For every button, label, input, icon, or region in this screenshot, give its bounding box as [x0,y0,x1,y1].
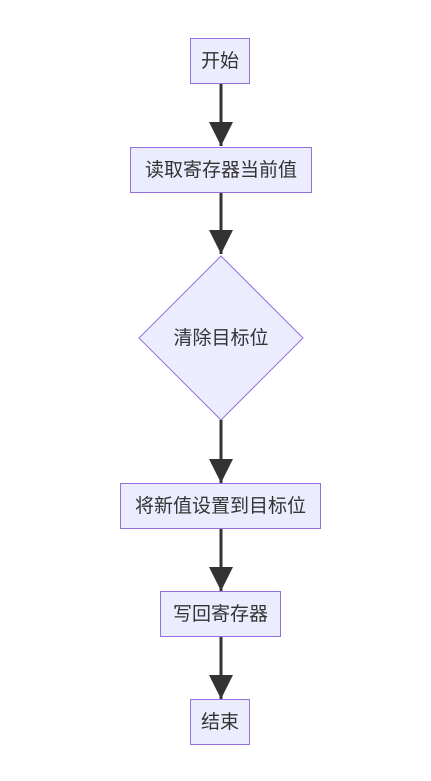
end-node: 结束 [190,699,250,745]
set-new-value-node: 将新值设置到目标位 [120,483,321,529]
set-new-value-node-label: 将新值设置到目标位 [134,494,306,517]
write-back-node: 写回寄存器 [160,591,281,637]
write-back-node-label: 写回寄存器 [172,602,268,625]
read-register-node: 读取寄存器当前值 [130,147,312,193]
clear-target-bit-label: 清除目标位 [141,320,301,356]
end-node-label: 结束 [200,710,239,733]
start-node: 开始 [190,38,250,84]
start-node-label: 开始 [200,49,239,72]
clear-target-bit-text: 清除目标位 [173,326,269,349]
read-register-node-label: 读取寄存器当前值 [144,158,297,181]
